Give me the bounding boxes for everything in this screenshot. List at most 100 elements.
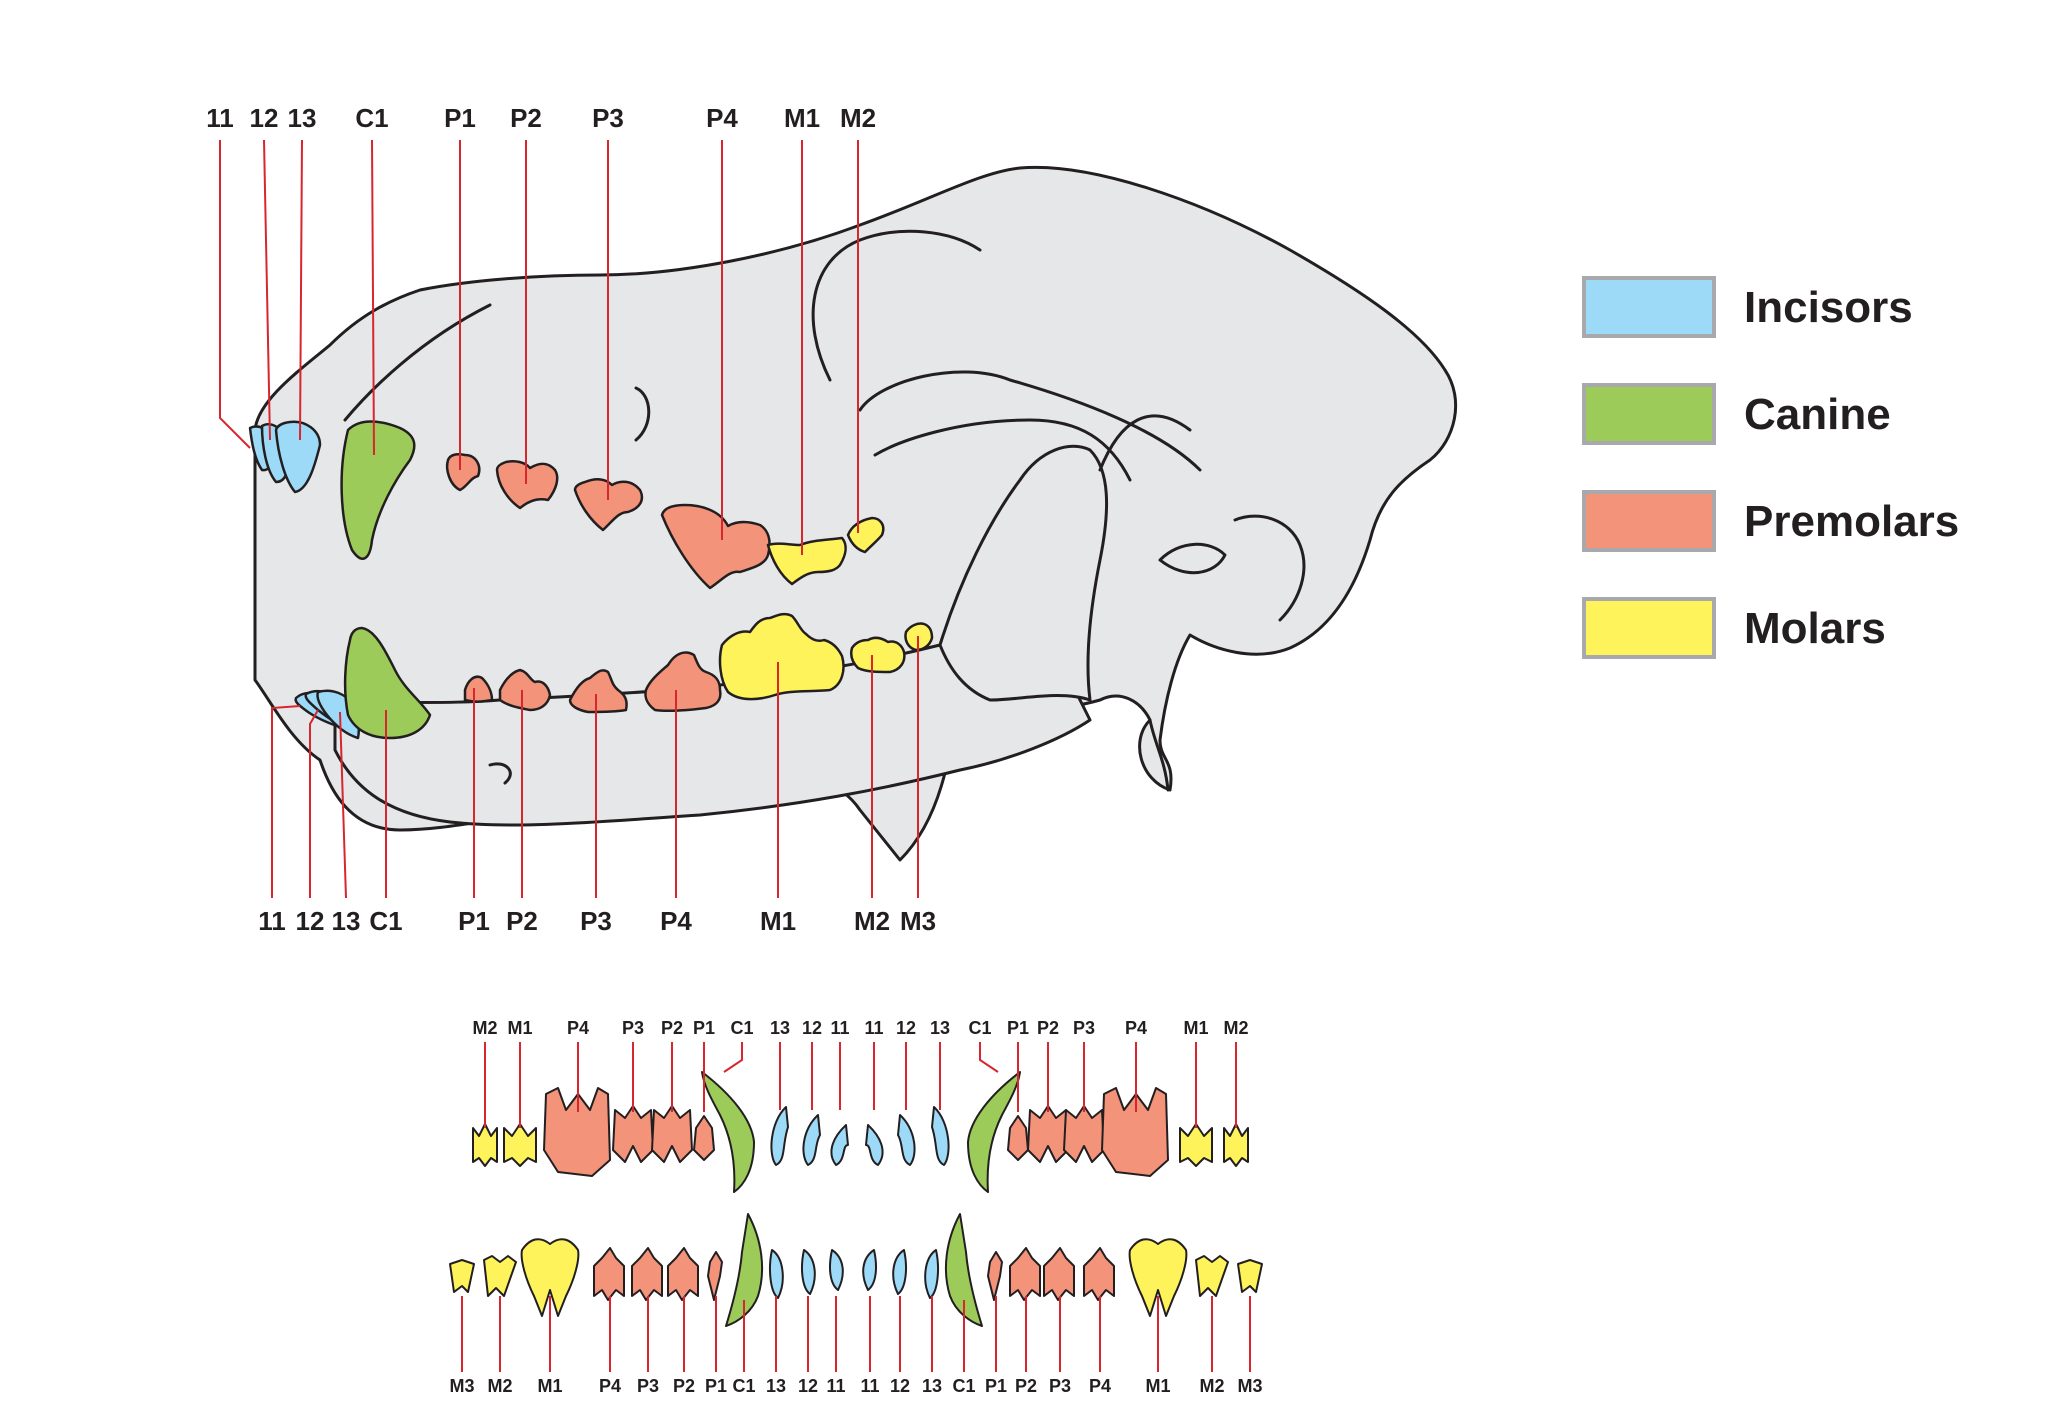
legend-label-molars: Molars	[1744, 604, 1886, 653]
chart-upper-label-1: M1	[507, 1018, 532, 1038]
chart-lower-tooth-2	[520, 1238, 580, 1317]
chart-upper-tooth-2	[543, 1087, 611, 1177]
eye-orbit	[811, 229, 982, 382]
chart-lower-tooth-15	[987, 1251, 1003, 1301]
chart-upper-tooth-3	[612, 1105, 654, 1163]
chart-lower-tooth-6	[707, 1251, 723, 1301]
skull-lower-leader-lines	[271, 636, 919, 899]
skull-upper-label-13-2: 13	[288, 103, 317, 133]
skull-upper-label-p1-4: P1	[444, 103, 476, 133]
skull-lower-canine	[343, 626, 432, 740]
skull-lower-p4	[644, 651, 722, 713]
skull-lower-label-12-1: 12	[296, 906, 325, 936]
ramus-shape	[938, 444, 1108, 702]
skull-lower-m2	[850, 636, 906, 674]
chart-upper-label-17: P4	[1125, 1018, 1147, 1038]
dog-skull-illustration	[253, 165, 1458, 862]
chart-lower-tooth-0	[449, 1259, 475, 1293]
chart-lower-label-20: M2	[1199, 1376, 1224, 1396]
chart-upper-label-4: P2	[661, 1018, 683, 1038]
chart-lower-label-9: 12	[798, 1376, 818, 1396]
legend-swatch-canine	[1582, 383, 1716, 445]
skull-upper-p3	[573, 478, 644, 532]
skull-lower-m1	[718, 612, 845, 701]
chart-upper-label-19: M2	[1223, 1018, 1248, 1038]
chart-upper-label-9: 11	[830, 1018, 849, 1038]
chart-upper-label-2: P4	[567, 1018, 589, 1038]
skull-lower-leader-0	[271, 705, 301, 898]
nostril-detail	[634, 386, 651, 442]
skull-lower-label-m1-8: M1	[760, 906, 796, 936]
skull-upper-incisor-3	[274, 420, 322, 494]
chart-upper-tooth-16	[1063, 1105, 1105, 1163]
skull-upper-label-m1-8: M1	[784, 103, 820, 133]
skull-lower-p3	[568, 669, 628, 714]
chart-lower-label-19: M1	[1145, 1376, 1170, 1396]
chart-lower-label-0: M3	[449, 1376, 474, 1396]
chart-upper-tooth-15	[1027, 1105, 1069, 1163]
skull-lower-label-p4-7: P4	[660, 906, 692, 936]
legend-label-incisors: Incisors	[1744, 283, 1913, 332]
chart-lower-tooth-9	[801, 1249, 816, 1295]
chart-upper-label-14: P1	[1007, 1018, 1029, 1038]
occipital-detail	[1158, 542, 1227, 575]
chart-lower-label-1: M2	[487, 1376, 512, 1396]
chart-lower-label-5: P2	[673, 1376, 695, 1396]
legend-swatch-molars	[1582, 597, 1716, 659]
skull-upper-label-p3-6: P3	[592, 103, 624, 133]
dental-chart-lower-teeth	[449, 1213, 1263, 1327]
chart-lower-tooth-20	[1195, 1255, 1229, 1297]
chart-lower-tooth-17	[1043, 1247, 1075, 1301]
chart-upper-label-5: P1	[693, 1018, 715, 1038]
chart-upper-label-11: 12	[896, 1018, 916, 1038]
legend-swatch-premolars	[1582, 490, 1716, 552]
chart-upper-tooth-9	[830, 1124, 849, 1166]
chart-upper-label-8: 12	[802, 1018, 822, 1038]
skull-lower-label-p2-5: P2	[506, 906, 538, 936]
skull-upper-leader-2	[299, 139, 303, 441]
condyle-detail	[1233, 514, 1306, 622]
chart-upper-tooth-14	[1007, 1115, 1029, 1161]
skull-lower-label-13-2: 13	[332, 906, 361, 936]
chart-upper-leader-13	[979, 1042, 999, 1073]
chart-upper-tooth-4	[651, 1105, 693, 1163]
skull-lower-leader-2	[339, 711, 347, 899]
chart-upper-tooth-13	[967, 1071, 1021, 1193]
chart-upper-label-13: C1	[968, 1018, 991, 1038]
skull-teeth	[248, 420, 934, 740]
chart-upper-label-16: P3	[1073, 1018, 1095, 1038]
chart-lower-label-12: 12	[890, 1376, 910, 1396]
chart-lower-label-17: P3	[1049, 1376, 1071, 1396]
chart-lower-label-18: P4	[1089, 1376, 1111, 1396]
chart-upper-tooth-12	[931, 1106, 950, 1166]
chart-upper-label-6: C1	[730, 1018, 753, 1038]
chart-upper-tooth-11	[897, 1114, 916, 1166]
skull-upper-label-c1-3: C1	[355, 103, 388, 133]
jaw-notch	[1148, 718, 1170, 792]
chart-lower-label-6: P1	[705, 1376, 727, 1396]
chart-upper-tooth-6	[701, 1071, 755, 1193]
skull-lower-label-p1-4: P1	[458, 906, 490, 936]
brow-line	[1098, 414, 1192, 472]
skull-lower-label-p3-6: P3	[580, 906, 612, 936]
chart-upper-tooth-18	[1179, 1123, 1213, 1167]
chart-lower-tooth-10	[829, 1249, 844, 1291]
chart-lower-tooth-8	[769, 1249, 784, 1299]
skull-upper-label-m2-9: M2	[840, 103, 876, 133]
chart-lower-label-7: C1	[732, 1376, 755, 1396]
chart-lower-label-16: P2	[1015, 1376, 1037, 1396]
chart-upper-tooth-7	[770, 1106, 789, 1166]
chart-upper-label-7: 13	[770, 1018, 790, 1038]
zygomatic-arch	[873, 418, 1132, 482]
chart-upper-tooth-17	[1101, 1087, 1169, 1177]
chart-lower-label-8: 13	[766, 1376, 786, 1396]
chart-lower-tooth-12	[892, 1249, 907, 1295]
chart-lower-tooth-16	[1009, 1247, 1041, 1301]
nasal-line	[343, 303, 492, 422]
chart-upper-tooth-19	[1223, 1123, 1249, 1167]
skull-upper-m2	[846, 516, 885, 554]
